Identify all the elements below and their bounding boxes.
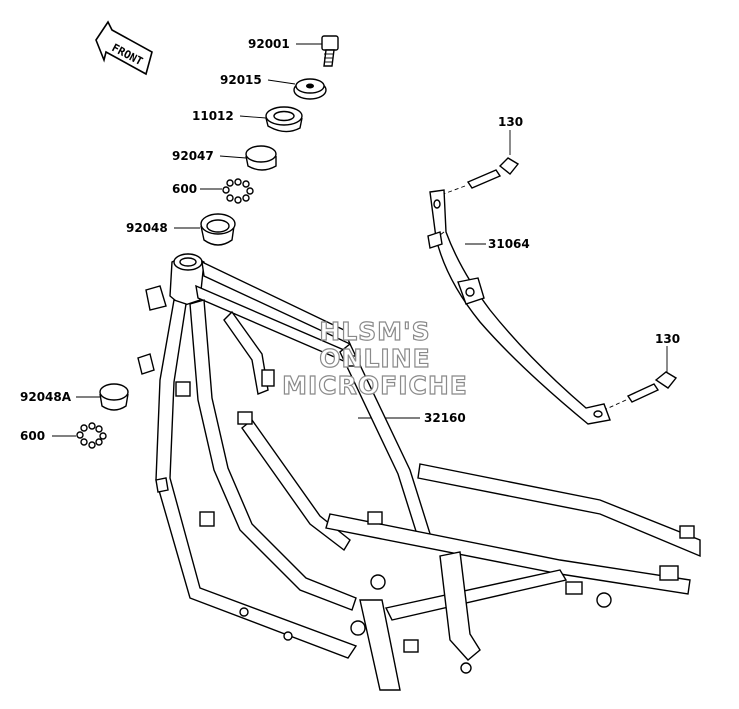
part-label-600-upper: 600: [172, 182, 197, 196]
bolt-130-upper: [437, 157, 520, 197]
leader-lines: [52, 43, 668, 437]
watermark-line-2: ONLINE: [319, 344, 431, 373]
main-frame-32160: [137, 253, 701, 691]
part-label-11012: 11012: [192, 109, 234, 123]
front-arrow: FRONT: [95, 20, 153, 76]
watermark: HLSM'S ONLINE MICROFICHE: [270, 317, 480, 400]
watermark-line-3: MICROFICHE: [282, 371, 468, 400]
part-label-92047: 92047: [172, 149, 214, 163]
part-label-31064: 31064: [488, 237, 530, 251]
part-label-600-lower: 600: [20, 429, 45, 443]
race-92047: [245, 145, 277, 171]
collar-92015: [293, 78, 327, 100]
part-label-92048: 92048: [126, 221, 168, 235]
steel-balls-600-upper: [222, 178, 254, 204]
bearing-11012: [265, 106, 303, 133]
part-label-92015: 92015: [220, 73, 262, 87]
part-label-92001: 92001: [248, 37, 290, 51]
down-tube-31064: [427, 189, 611, 425]
part-labels: 92001 92015 11012 92047 600 92048 130 31…: [20, 37, 680, 443]
watermark-line-1: HLSM'S: [319, 317, 431, 346]
part-label-130-lower: 130: [655, 332, 680, 346]
part-label-32160: 32160: [424, 411, 466, 425]
bolt-92001: [321, 35, 339, 67]
bolt-130-lower: [603, 371, 678, 411]
part-label-92048A: 92048A: [20, 390, 72, 404]
steel-balls-600-lower: [76, 422, 107, 449]
race-92048: [200, 213, 236, 246]
part-label-130-upper: 130: [498, 115, 523, 129]
race-92048A: [99, 383, 129, 411]
